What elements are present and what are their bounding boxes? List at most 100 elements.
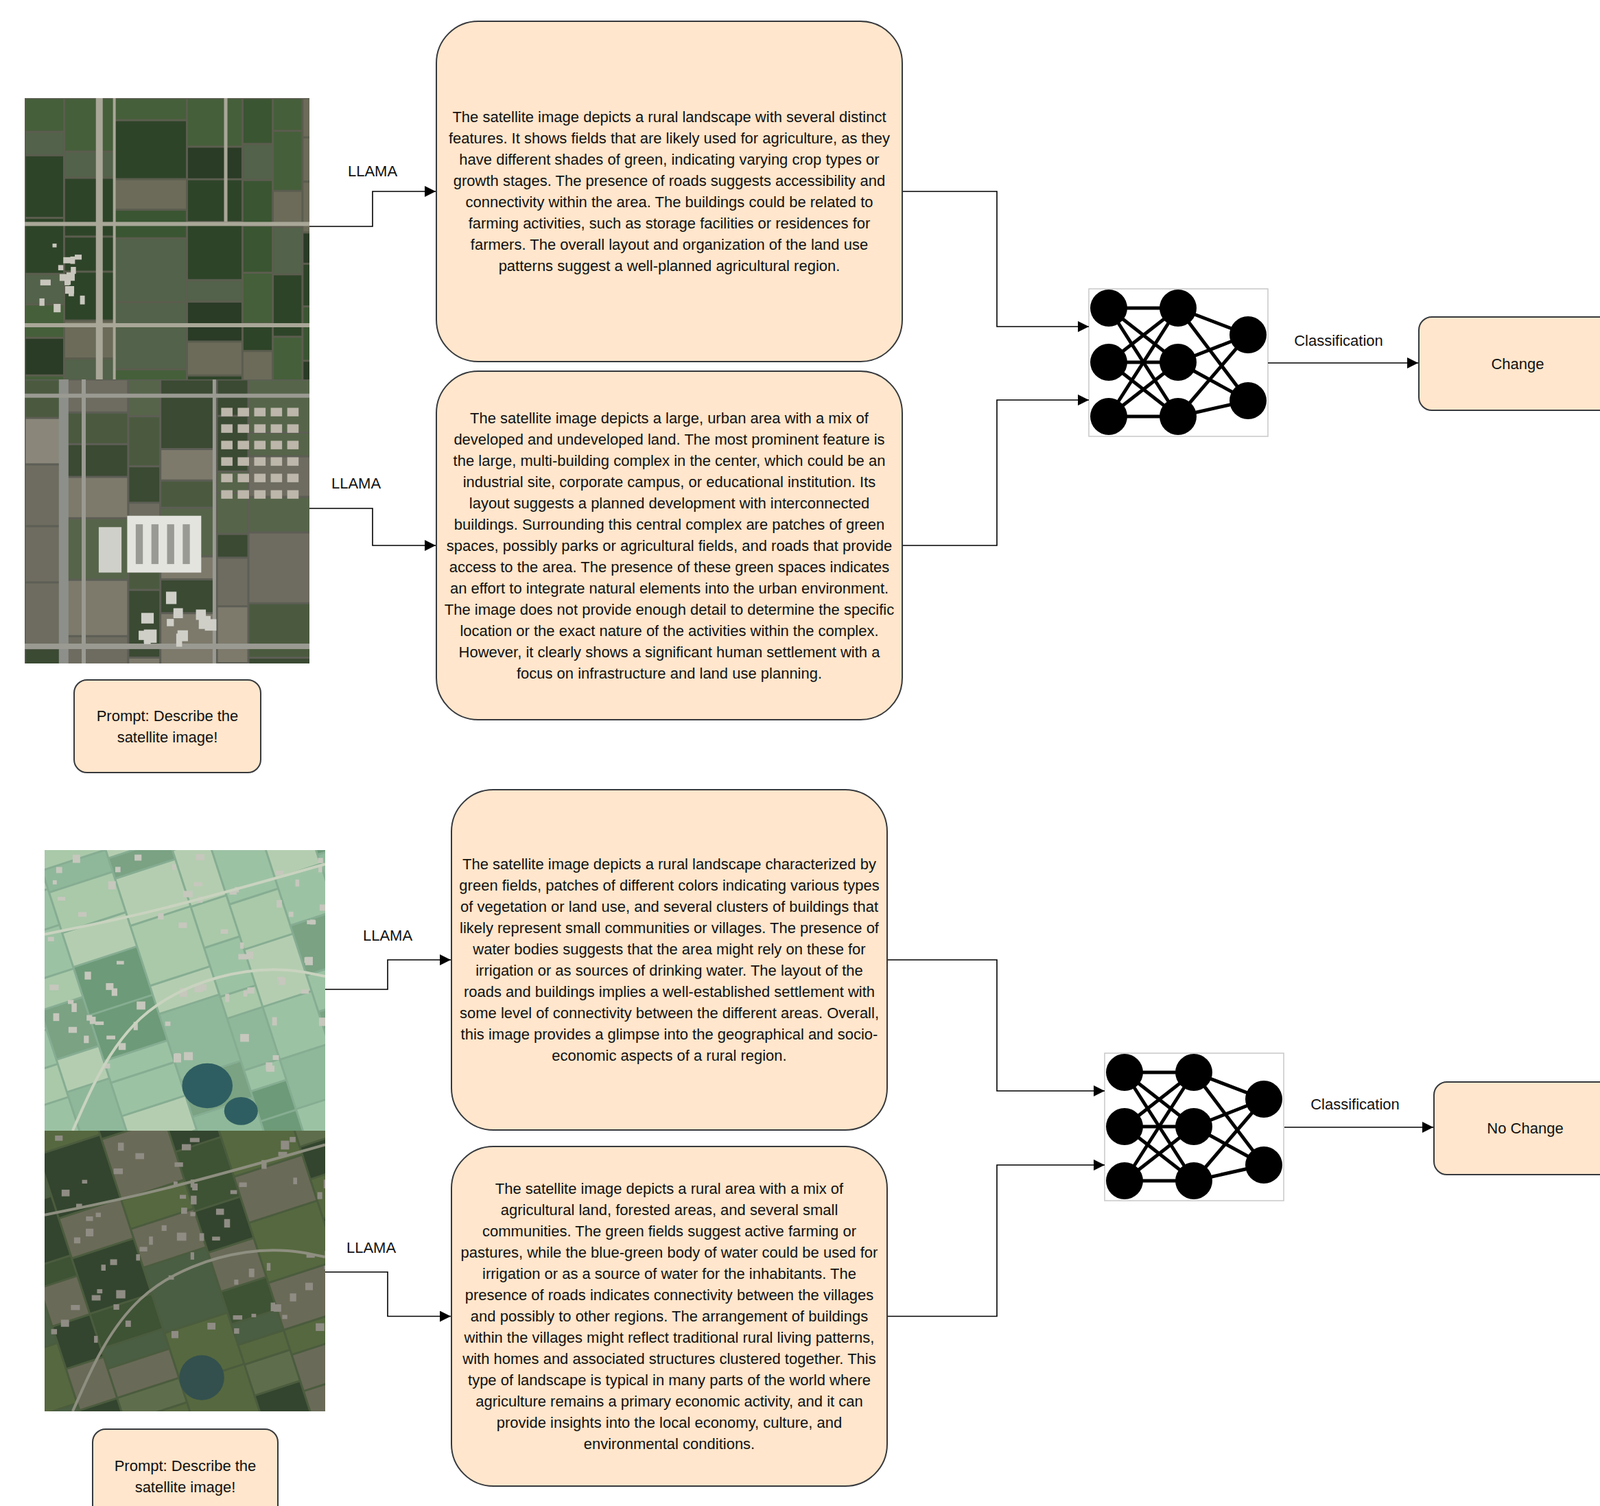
image-feature [183,890,193,897]
image-feature [240,1033,250,1042]
image-feature [110,1259,118,1265]
field-patch [122,1097,195,1131]
image-feature [63,257,71,264]
image-feature [280,1140,289,1150]
image-feature [53,303,61,313]
image-feature [216,1208,225,1216]
flow-arrow [902,400,1089,546]
image-feature [64,277,71,286]
image-feature [74,254,82,260]
image-feature [287,489,300,499]
field-patch [276,865,326,925]
image-feature [323,1265,326,1270]
image-feature [135,524,143,564]
field-patch [65,359,114,380]
road [44,1144,326,1215]
image-feature [135,1153,145,1160]
image-feature [113,98,116,380]
model-label: LLAMA [331,475,381,492]
field-patch [128,658,160,664]
node-text: Prompt: Describe the satellite image! [83,705,252,748]
field-patch [26,338,64,375]
image-feature [161,1225,167,1231]
field-patch [243,273,272,323]
field-patch [311,1164,326,1218]
image-feature [91,1295,101,1301]
image-feature [220,424,233,433]
image-feature [54,1135,63,1141]
field-patch [291,911,326,974]
field-patch [243,351,272,380]
image-feature [39,298,44,307]
field-patch [115,180,186,210]
field-patch [74,947,152,1015]
image-feature [323,1180,326,1186]
node-text: The satellite image depicts a rural land… [457,853,881,1067]
image-feature [272,1017,278,1026]
field-patch [131,1209,205,1266]
image-feature [319,1017,326,1026]
field-patch [218,558,248,606]
image-feature [165,1021,171,1027]
network-neuron [1106,1053,1144,1091]
image-feature [144,629,158,643]
field-patch [218,493,248,534]
field-patch [243,144,272,180]
node-text: The satellite image depicts a large, urb… [442,407,897,685]
image-feature [288,911,294,918]
neural-network-icon [1088,288,1268,437]
image-feature [65,286,75,294]
field-patch [192,896,239,947]
image-feature [24,393,310,398]
field-patch [187,342,242,374]
network-neuron [1106,1162,1144,1200]
satellite-image [44,850,326,1131]
neural-network-icon [1104,1053,1284,1201]
image-feature [237,456,250,466]
image-feature [198,616,211,630]
image-feature [181,1207,188,1214]
image-feature [224,98,228,222]
image-feature [190,1137,200,1142]
image-feature [183,1051,193,1061]
image-feature [237,440,250,449]
network-neuron [1175,1162,1213,1200]
field-patches [44,850,326,1131]
field-patch [161,380,216,449]
image-feature [224,1219,231,1228]
field-patch [187,99,242,147]
field-patch [65,519,127,580]
network-neuron [1090,289,1128,327]
satellite-image [24,98,310,380]
image-feature [201,983,207,991]
node-text: The satellite image depicts a rural area… [457,1178,881,1455]
field-patch [65,637,127,664]
network-neuron [1159,289,1197,327]
field-patch [301,1132,326,1179]
field-patch [249,658,310,664]
satellite-image [24,379,310,664]
image-feature [24,643,310,650]
image-feature [246,951,254,960]
field-patch [303,264,310,306]
icon-frame [1088,288,1268,437]
field-patch [65,445,127,477]
model-label: LLAMA [346,1239,396,1257]
image-feature [230,1190,238,1195]
image-feature [289,1136,296,1143]
field-patch [161,614,216,664]
field-patch [308,961,326,1011]
field-patch [297,1094,326,1131]
image-feature [95,1021,105,1026]
image-feature [271,440,283,449]
field-patch [273,99,302,131]
image-feature [237,407,250,416]
image-feature [220,489,233,499]
image-feature [238,953,248,960]
image-feature [96,1289,103,1294]
image-feature [98,526,122,573]
image-feature [141,612,154,623]
field-patch [26,583,64,647]
image-feature [273,1304,282,1312]
image-feature [177,630,188,642]
